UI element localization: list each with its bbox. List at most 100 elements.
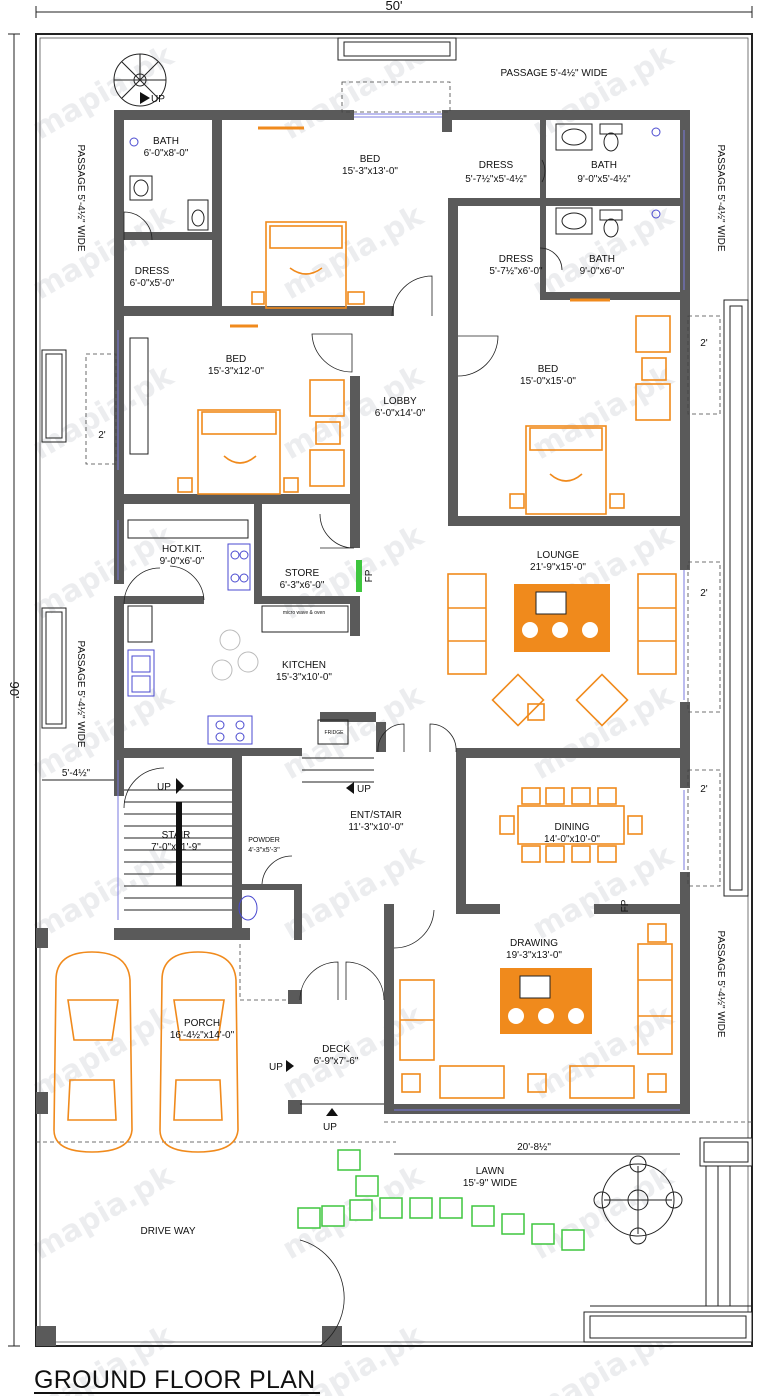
- bath3-name: BATH: [589, 254, 615, 265]
- bed2-size: 15'-3"x12'-0": [208, 366, 264, 377]
- dress1-name: DRESS: [479, 160, 514, 171]
- two-ft-right-2: 2': [700, 588, 708, 599]
- fp-markers: FP FP: [356, 560, 631, 912]
- powder-size: 4'-3"x5'-3": [248, 847, 280, 854]
- hotkit-size: 9'-0"x6'-0": [160, 556, 205, 567]
- bed3-name: BED: [538, 364, 559, 375]
- watermark-text: mapia.pk: [27, 678, 181, 787]
- spiral-up-label: UP: [151, 94, 165, 105]
- entstair-size: 11'-3"x10'-0": [348, 822, 404, 833]
- two-ft-left: 2': [98, 430, 106, 441]
- bed-furniture: [129, 126, 671, 515]
- kitchen-fixtures: [127, 519, 349, 745]
- watermark-text: mapia.pk: [527, 38, 681, 147]
- plot-width-label: 50': [386, 0, 403, 13]
- driveway-label: DRIVE WAY: [140, 1226, 195, 1237]
- plot-height-label: 90': [7, 682, 22, 699]
- car-icons: [53, 951, 239, 1153]
- fridge-label: FRIDGE: [325, 730, 345, 736]
- watermark-text: mapia.pk: [527, 678, 681, 787]
- fp-label-2: FP: [620, 899, 631, 912]
- watermark-text: mapia.pk: [27, 358, 181, 467]
- lawn-size: 15'-9" WIDE: [463, 1178, 518, 1189]
- watermark-text: mapia.pk: [27, 998, 181, 1107]
- room-labels: BATH 6'-0"x8'-0" BED 15'-3"x13'-0" DRESS…: [130, 136, 631, 1237]
- dress3-name: DRESS: [499, 254, 534, 265]
- lawn-name: LAWN: [476, 1166, 505, 1177]
- dining-name: DINING: [555, 822, 590, 833]
- bath1-size: 6'-0"x8'-0": [144, 148, 189, 159]
- bath-fixtures: [129, 123, 661, 921]
- bath2-name: BATH: [591, 160, 617, 171]
- deck-arrows: UP UP: [269, 1060, 384, 1133]
- bath3-size: 9'-0"x6'-0": [580, 266, 625, 277]
- passage-right-upper-label: PASSAGE 5'-4½" WIDE: [715, 145, 726, 252]
- stair-up-label: UP: [157, 782, 171, 793]
- porch-name: PORCH: [184, 1018, 220, 1029]
- bath2-size: 9'-0"x5'-4½": [577, 174, 631, 185]
- kitchen-name: KITCHEN: [282, 660, 326, 671]
- watermark-text: mapia.pk: [27, 518, 181, 627]
- watermark-text: mapia.pk: [277, 198, 431, 307]
- deck-name: DECK: [322, 1044, 350, 1055]
- top-vent: [337, 37, 457, 61]
- walls: [36, 110, 690, 1346]
- misc-labels: 2' 2' 2' 2' 5'-4½" 20'-8½" micro wave & …: [42, 338, 708, 1155]
- stair-treads: UP UP: [124, 757, 374, 911]
- watermark-text: mapia.pk: [27, 38, 181, 147]
- passage-right-lower-label: PASSAGE 5'-4½" WIDE: [715, 931, 726, 1038]
- deck-size: 6'-9"x7'-6": [314, 1056, 359, 1067]
- lobby-name: LOBBY: [383, 396, 417, 407]
- drawing-furniture: [399, 923, 673, 1099]
- two-ft-right-1: 2': [700, 338, 708, 349]
- plot-boundary: [35, 33, 753, 1347]
- bed1-name: BED: [360, 154, 381, 165]
- lounge-furniture: [447, 573, 677, 727]
- lawn-dim-label: 20'-8½": [517, 1142, 551, 1153]
- dress3-size: 5'-7½"x6'-0": [489, 266, 543, 277]
- watermark-text: mapia.pk: [27, 198, 181, 307]
- stair-size: 7'-0"x11'-9": [151, 842, 201, 853]
- garden-steps: [583, 1137, 753, 1343]
- drawing-size: 19'-3"x13'-0": [506, 950, 562, 961]
- store-name: STORE: [285, 568, 320, 579]
- watermark-text: mapia.pk: [27, 1158, 181, 1267]
- dress1-size: 5'-7½"x5'-4½": [465, 174, 527, 185]
- passage-labels: PASSAGE 5'-4½" WIDE PASSAGE 5'-4½" WIDE …: [75, 68, 726, 1038]
- porch-size: 16'-4½"x14'-0": [170, 1030, 235, 1041]
- deck-up-label: UP: [269, 1062, 283, 1073]
- plot-dimension-lines: 50' 90': [7, 0, 753, 1347]
- watermark-text: mapia.pk: [527, 838, 681, 947]
- microwave-label: micro wave & oven: [283, 610, 325, 616]
- spiral-stair-icon: UP: [113, 53, 167, 107]
- bed3-size: 15'-0"x15'-0": [520, 376, 576, 387]
- kitchen-size: 15'-3"x10'-0": [276, 672, 332, 683]
- passage-left-lower-label: PASSAGE 5'-4½" WIDE: [75, 641, 86, 748]
- doors: [123, 159, 563, 1347]
- stepping-stones: [297, 1149, 585, 1251]
- drawing-name: DRAWING: [510, 938, 558, 949]
- dining-size: 14'-0"x10'-0": [544, 834, 600, 845]
- stair-name: STAIR: [162, 830, 191, 841]
- dashed-outlines: [36, 81, 752, 1143]
- powder-name: POWDER: [248, 837, 280, 844]
- gazebo-icon: [593, 1155, 683, 1245]
- windows: [117, 113, 685, 1111]
- entstair-name: ENT/STAIR: [350, 810, 401, 821]
- lounge-size: 21'-9"x15'-0": [530, 562, 586, 573]
- dining-furniture: [499, 787, 643, 863]
- lounge-name: LOUNGE: [537, 550, 580, 561]
- bed2-name: BED: [226, 354, 247, 365]
- lobby-size: 6'-0"x14'-0": [375, 408, 426, 419]
- bed1-size: 15'-3"x13'-0": [342, 166, 398, 177]
- watermark-text: mapia.pk: [277, 998, 431, 1107]
- store-size: 6'-3"x6'-0": [280, 580, 325, 591]
- deck-up-label-2: UP: [323, 1122, 337, 1133]
- fp-label-1: FP: [364, 569, 375, 582]
- passage-top-label: PASSAGE 5'-4½" WIDE: [501, 68, 608, 79]
- passage-left-upper-label: PASSAGE 5'-4½" WIDE: [75, 145, 86, 252]
- left-side-dim: 5'-4½": [62, 768, 91, 779]
- watermark-text: mapia.pk: [527, 198, 681, 307]
- watermark-text: mapia.pk: [527, 1158, 681, 1267]
